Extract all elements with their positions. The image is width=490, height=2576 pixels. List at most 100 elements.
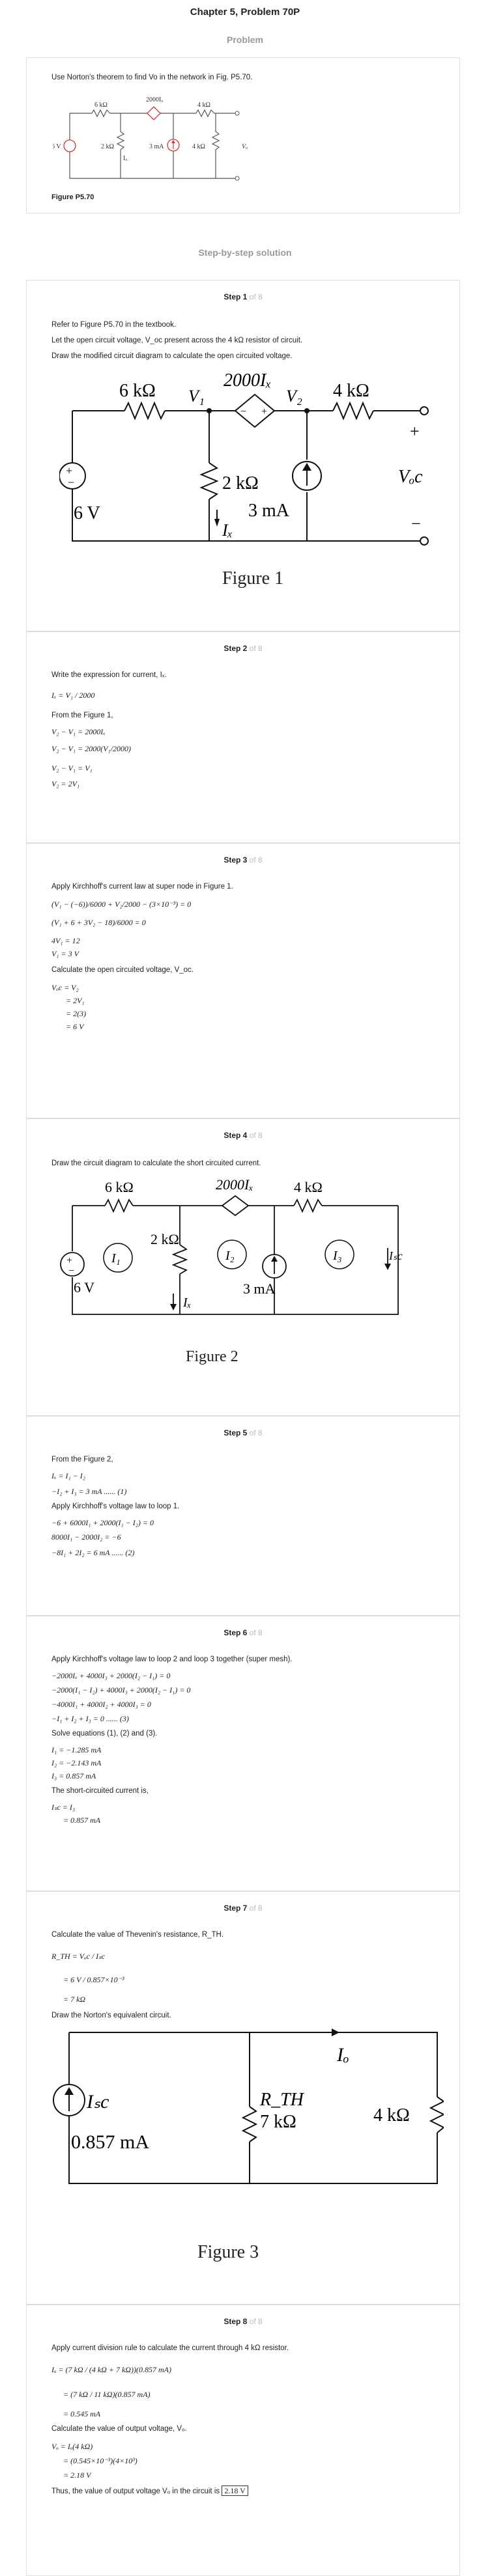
step-2-card: Step 2 of 8 Write the expression for cur… [26,631,460,843]
f2-r1: 6 kΩ [105,1179,134,1195]
step-5-eq-3: −6 + 6000I₁ + 2000(I₁ − I₂) = 0 [51,1518,154,1527]
f2-r2: 4 kΩ [294,1179,323,1195]
step-5-heading: Step 5 of 8 [223,1428,263,1437]
step-6-heading: Step 6 of 8 [223,1628,263,1637]
svg-text:−: − [68,1266,74,1277]
step-4-line-1: Draw the circuit diagram to calculate th… [51,1159,261,1167]
step-8-eq-4: Vₒ = Iₒ(4 kΩ) [51,2442,93,2451]
step-2-eq-2: V₂ − V₁ = 2000Iₓ [51,727,106,736]
f1-r3: 2 kΩ [222,473,259,493]
f1-vs: 6 V [74,503,100,523]
f1-r1: 6 kΩ [119,381,156,401]
f3-rth-val: 7 kΩ [260,2112,296,2132]
problem-circuit: 6 kΩ 2000Iₓ 4 kΩ 6 V 2 kΩ Iₓ 3 mA 4 kΩ V… [53,96,248,181]
f2-r3: 2 kΩ [151,1231,179,1247]
step-5-eq-4: 8000I₁ − 2000I₂ = −6 [51,1532,121,1542]
step-1-line-2: Let the open circuit voltage, V_oc prese… [51,337,303,344]
step-8-eq-6: = 2.18 V [63,2471,91,2480]
f1-plus: + [410,422,420,441]
step-3-line-2: Calculate the open circuited voltage, V_… [51,966,194,974]
p-ix: Iₓ [123,155,127,162]
step-3-eq-5: Vₒc = V₂ [51,983,79,992]
step-6-eq-1: −2000Iₓ + 4000I₃ + 2000(I₂ − I₁) = 0 [51,1671,171,1680]
problem-figure-caption: Figure P5.70 [51,193,94,201]
step-6-eq-4: −I₁ + I₂ + I₃ = 0 ...... (3) [51,1714,129,1723]
f2-vs: 6 V [74,1279,94,1295]
p-dep: 2000Iₓ [146,96,163,104]
step-7-eq-3: = 7 kΩ [63,1995,86,2004]
figure-1-title: Figure 1 [222,568,284,589]
p-r1: 6 kΩ [94,102,108,109]
f1-dep: 2000Iₓ [223,370,271,391]
step-5-eq-2: −I₂ + I₃ = 3 mA ...... (1) [51,1487,127,1496]
f1-cs: 3 mA [248,501,290,521]
step-6-eq-5: I₁ = −1.285 mA [51,1745,102,1754]
step-2-eq-1: Iₓ = V₁ / 2000 [51,691,95,700]
step-6-eq-6: I₂ = −2.143 mA [51,1758,102,1767]
step-1-heading: Step 1 of 8 [223,292,263,301]
step-8-line-3: Thus, the value of output voltage Vₒ in … [51,2486,248,2496]
step-6-eq-9: = 0.857 mA [63,1816,101,1825]
step-8-eq-1: Iₒ = (7 kΩ / (4 kΩ + 7 kΩ))(0.857 mA) [51,2365,171,2374]
step-8-eq-3: = 0.545 mA [63,2409,101,2418]
step-7-line-1: Calculate the value of Thevenin's resist… [51,1931,224,1939]
f1-r2: 4 kΩ [333,381,369,401]
problem-card: Use Norton's theorem to find Vo in the n… [26,57,460,214]
step-8-heading: Step 8 of 8 [223,2317,263,2326]
step-2-eq-4: V₂ − V₁ = V₁ [51,764,93,773]
f2-i1: I₁ [111,1251,121,1266]
step-7-card: Step 7 of 8 Calculate the value of Theve… [26,1891,460,2305]
problem-heading: Problem [226,35,263,45]
step-3-eq-3: 4V₁ = 12 [51,936,80,945]
svg-text:+: + [66,1255,72,1266]
step-1-line-1: Refer to Figure P5.70 in the textbook. [51,321,177,329]
step-6-card: Step 6 of 8 Apply Kirchhoff's voltage la… [26,1616,460,1891]
step-3-heading: Step 3 of 8 [223,855,263,865]
problem-statement: Use Norton's theorem to find Vo in the n… [51,74,253,81]
step-2-eq-3: V₂ − V₁ = 2000(V₁/2000) [51,744,132,753]
figure-1-circuit: +− −+ 6 kΩ V₁ 2000Iₓ V₂ 4 kΩ 6 V 2 kΩ Iₓ… [59,370,429,546]
step-3-eq-2: (V₁ + 6 + 3V₂ − 18)/6000 = 0 [51,918,146,927]
p-vo: Vₒ [242,143,248,150]
step-3-card: Step 3 of 8 Apply Kirchhoff's current la… [26,843,460,1118]
step-5-card: Step 5 of 8 From the Figure 2, Iₓ = I₁ −… [26,1416,460,1616]
figure-2-circuit: +− 6 kΩ 2000Iₓ 4 kΩ 6 V 2 kΩ I₁ I₂ I₃ Iₓ… [60,1176,403,1315]
step-8-line-1: Apply current division rule to calculate… [51,2344,289,2352]
svg-text:+: + [261,406,267,417]
f1-v1: V₁ [188,387,205,406]
step-3-line-1: Apply Kirchhoff's current law at super n… [51,883,233,891]
step-6-line-2: Solve equations (1), (2) and (3). [51,1730,158,1738]
step-1-card: Step 1 of 8 Refer to Figure P5.70 in the… [26,280,460,631]
step-6-eq-7: I₃ = 0.857 mA [51,1771,96,1780]
step-3-eq-6: = 2V₁ [66,996,85,1005]
step-4-heading: Step 4 of 8 [223,1131,263,1140]
p-r3: 2 kΩ [101,143,114,150]
f3-isc-val: 0.857 mA [71,2131,149,2153]
step-3-eq-8: = 6 V [66,1022,84,1031]
f1-v2: V₂ [286,387,302,406]
step-5-line-1: From the Figure 2, [51,1456,113,1463]
step-3-eq-1: (V₁ − (−6))/6000 + V₂/2000 − (3×10⁻³) = … [51,900,192,909]
step-7-heading: Step 7 of 8 [223,1904,263,1913]
f3-io: Iₒ [336,2044,349,2066]
step-8-line-2: Calculate the value of output voltage, V… [51,2425,187,2433]
step-8-eq-5: = (0.545×10⁻³)(4×10³) [63,2456,137,2465]
step-5-line-2: Apply Kirchhoff's voltage law to loop 1. [51,1503,180,1510]
step-2-line-2: From the Figure 1, [51,712,113,719]
figure-3-circuit: Iₒ Iₛc 0.857 mA R_TH 7 kΩ 4 kΩ + Vₒ − [53,2029,444,2184]
step-2-eq-5: V₂ = 2V₁ [51,779,80,788]
step-7-line-2: Draw the Norton's equivalent circuit. [51,2012,171,2019]
p-r4: 4 kΩ [192,143,205,150]
step-8-eq-2: = (7 kΩ / 11 kΩ)(0.857 mA) [63,2390,151,2399]
f3-rth: R_TH [259,2090,305,2110]
f3-isc: Iₛc [86,2091,109,2112]
step-6-line-1: Apply Kirchhoff's voltage law to loop 2 … [51,1655,293,1663]
f3-r: 4 kΩ [373,2105,410,2126]
solution-title: Step-by-step solution [198,247,292,258]
step-5-eq-1: Iₓ = I₁ − I₂ [51,1471,85,1480]
p-vs: 6 V [53,143,61,150]
step-6-eq-8: Iₛc = I₃ [51,1803,76,1812]
step-2-line-1: Write the expression for current, Iₓ. [51,671,167,679]
final-answer-box: 2.18 V [222,2486,248,2496]
step-8-card: Step 8 of 8 Apply current division rule … [26,2305,460,2576]
